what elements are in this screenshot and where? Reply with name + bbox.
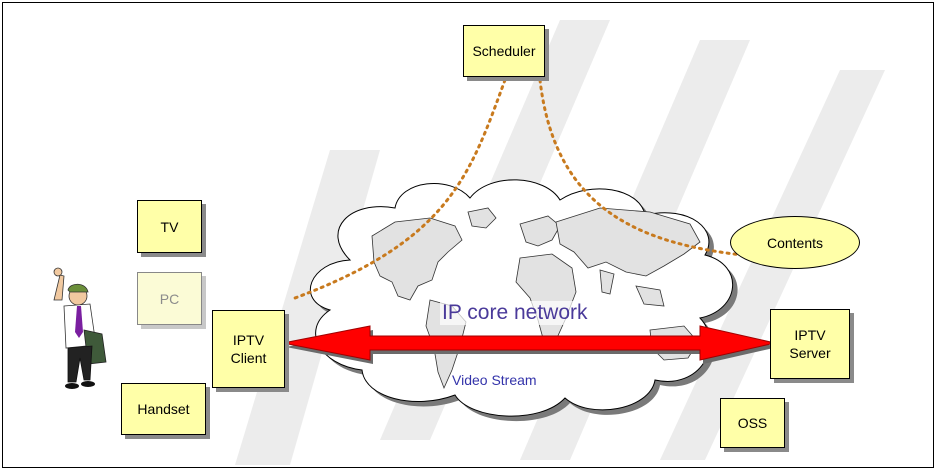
handset-label: Handset (137, 401, 190, 417)
world-map-icon (371, 207, 701, 390)
pc-node: PC (137, 272, 202, 325)
tv-node: TV (137, 200, 202, 253)
oss-node: OSS (720, 398, 785, 448)
tv-label: TV (160, 218, 179, 235)
iptv-client-label: IPTV Client (230, 332, 267, 366)
ip-core-network-label: IP core network (440, 301, 590, 325)
person-icon (53, 267, 107, 389)
contents-node: Contents (730, 216, 860, 269)
iptv-server-label: IPTV Server (789, 327, 831, 361)
pc-label: PC (159, 290, 180, 307)
video-stream-label: Video Stream (452, 372, 537, 388)
scheduler-label: Scheduler (472, 43, 536, 59)
oss-label: OSS (737, 415, 768, 431)
iptv-client-node: IPTV Client (212, 310, 285, 388)
scheduler-node: Scheduler (463, 25, 545, 77)
scheduler-links (293, 78, 754, 300)
iptv-server-node: IPTV Server (770, 309, 850, 379)
scheduler-to-contents-link (538, 78, 754, 258)
handset-node: Handset (121, 383, 206, 435)
contents-label: Contents (766, 234, 824, 251)
scheduler-to-client-link (293, 78, 507, 300)
